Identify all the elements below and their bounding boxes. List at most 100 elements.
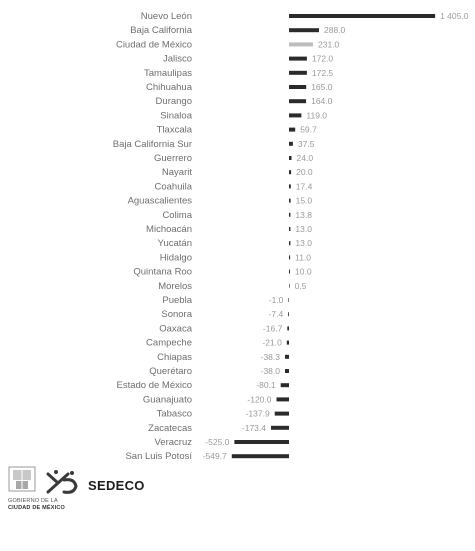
bar [289, 269, 290, 274]
category-label: Estado de México [116, 380, 192, 391]
value-label: -549.7 [203, 451, 227, 461]
category-label: Quintana Roo [133, 267, 192, 278]
bar [289, 212, 291, 217]
bar [289, 14, 436, 18]
government-label: GOBIERNO DE LA CIUDAD DE MÉXICO [8, 498, 65, 512]
bar [289, 99, 307, 104]
bar-series [231, 14, 436, 459]
category-label: San Luis Potosí [125, 451, 192, 462]
value-label: 288.0 [324, 25, 346, 35]
category-label: Tlaxcala [157, 125, 193, 136]
category-label: Aguascalientes [128, 196, 193, 207]
value-label: 37.5 [298, 139, 315, 149]
bar [289, 283, 290, 288]
bar [285, 369, 289, 373]
value-label: 11.0 [295, 252, 311, 262]
brand-name: SEDECO [88, 478, 145, 493]
value-label: -7.4 [269, 309, 284, 319]
category-label: Sonora [161, 309, 192, 320]
value-label: -38.3 [261, 352, 281, 362]
bar [274, 411, 289, 416]
government-label-line1: GOBIERNO DE LA [8, 498, 58, 504]
category-label: Yucatán [158, 238, 192, 249]
category-label: Tabasco [157, 409, 192, 420]
category-label: Hidalgo [160, 252, 192, 263]
bar [289, 255, 291, 260]
bar [289, 184, 291, 189]
bar [288, 298, 289, 302]
value-label: -80.1 [256, 380, 276, 390]
value-label: -38.0 [261, 366, 281, 376]
bar [286, 340, 289, 345]
bar [289, 70, 307, 75]
bar [289, 198, 291, 203]
category-label: Baja California [130, 25, 192, 36]
category-label: Oaxaca [159, 323, 192, 334]
value-label: 172.0 [312, 54, 334, 64]
value-label: 0.5 [295, 281, 307, 291]
category-label: Colima [162, 210, 192, 221]
category-label: Durango [156, 96, 192, 107]
category-label: Nayarit [162, 167, 192, 178]
category-label: Nuevo León [141, 11, 192, 22]
bar [231, 454, 289, 459]
category-label: Guanajuato [143, 394, 192, 405]
government-label-line2: CIUDAD DE MÉXICO [8, 505, 65, 511]
sedeco-logo-icon [46, 470, 78, 494]
bar [287, 326, 289, 331]
value-label: 172.5 [312, 68, 334, 78]
government-seal-icon [8, 466, 36, 492]
category-label: Jalisco [163, 54, 192, 65]
value-label: -120.0 [247, 394, 271, 404]
bar [289, 56, 307, 61]
value-label: -137.9 [246, 409, 270, 419]
bar [289, 42, 313, 47]
value-label: 13.0 [295, 224, 312, 234]
category-label: Guerrero [154, 153, 192, 164]
value-label: -1.0 [269, 295, 284, 305]
value-label: 10.0 [295, 267, 312, 277]
bar [289, 127, 296, 132]
value-label: 17.4 [296, 181, 313, 191]
value-label: -173.4 [242, 423, 266, 433]
bar [289, 227, 291, 231]
category-label: Coahuila [155, 181, 193, 192]
value-label: 231.0 [318, 39, 340, 49]
value-label: 13.0 [295, 238, 312, 248]
bar [276, 397, 289, 402]
bar [289, 141, 293, 146]
value-label: 24.0 [297, 153, 314, 163]
category-label: Tamaulipas [144, 68, 192, 79]
category-label: Querétaro [149, 366, 192, 377]
bar [289, 241, 291, 246]
category-label: Chiapas [157, 352, 192, 363]
bar [271, 425, 289, 430]
value-label: 59.7 [300, 125, 317, 135]
value-label: 1 405.0 [440, 11, 469, 21]
category-label: Michoacán [146, 224, 192, 235]
bar [234, 440, 289, 444]
value-label: 20.0 [296, 167, 313, 177]
bar [285, 354, 289, 359]
category-label: Chihuahua [146, 82, 193, 93]
value-label: 164.0 [311, 96, 333, 106]
bar [289, 28, 319, 33]
footer: GOBIERNO DE LA CIUDAD DE MÉXICO SEDECO [8, 466, 248, 546]
bar [288, 312, 289, 317]
bar [289, 170, 292, 175]
value-label: 165.0 [311, 82, 333, 92]
bar [289, 113, 302, 118]
bar [289, 156, 292, 160]
category-label: Zacatecas [148, 423, 192, 434]
category-label: Morelos [158, 281, 192, 292]
bar [280, 383, 289, 388]
category-label: Ciudad de México [116, 39, 192, 50]
value-label: 119.0 [306, 110, 327, 120]
category-label: Baja California Sur [113, 139, 192, 150]
category-label: Sinaloa [160, 110, 192, 121]
category-label: Campeche [146, 338, 192, 349]
category-label: Puebla [162, 295, 192, 306]
value-label: 15.0 [296, 196, 313, 206]
